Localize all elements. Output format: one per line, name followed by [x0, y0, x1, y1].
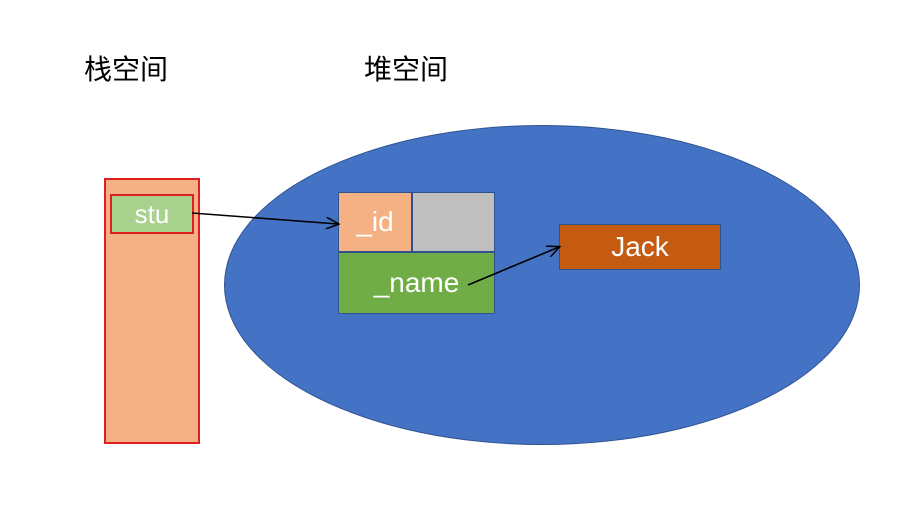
heap-space-title: 堆空间 [364, 53, 449, 86]
stu-variable-box: stu [110, 194, 194, 234]
jack-string-box: Jack [559, 224, 721, 270]
name-field-box: _name [338, 252, 495, 314]
heap-space-region [224, 125, 860, 445]
empty-field-box [412, 192, 495, 252]
id-field-box: _id [338, 192, 412, 252]
stack-space-title: 栈空间 [84, 53, 169, 86]
